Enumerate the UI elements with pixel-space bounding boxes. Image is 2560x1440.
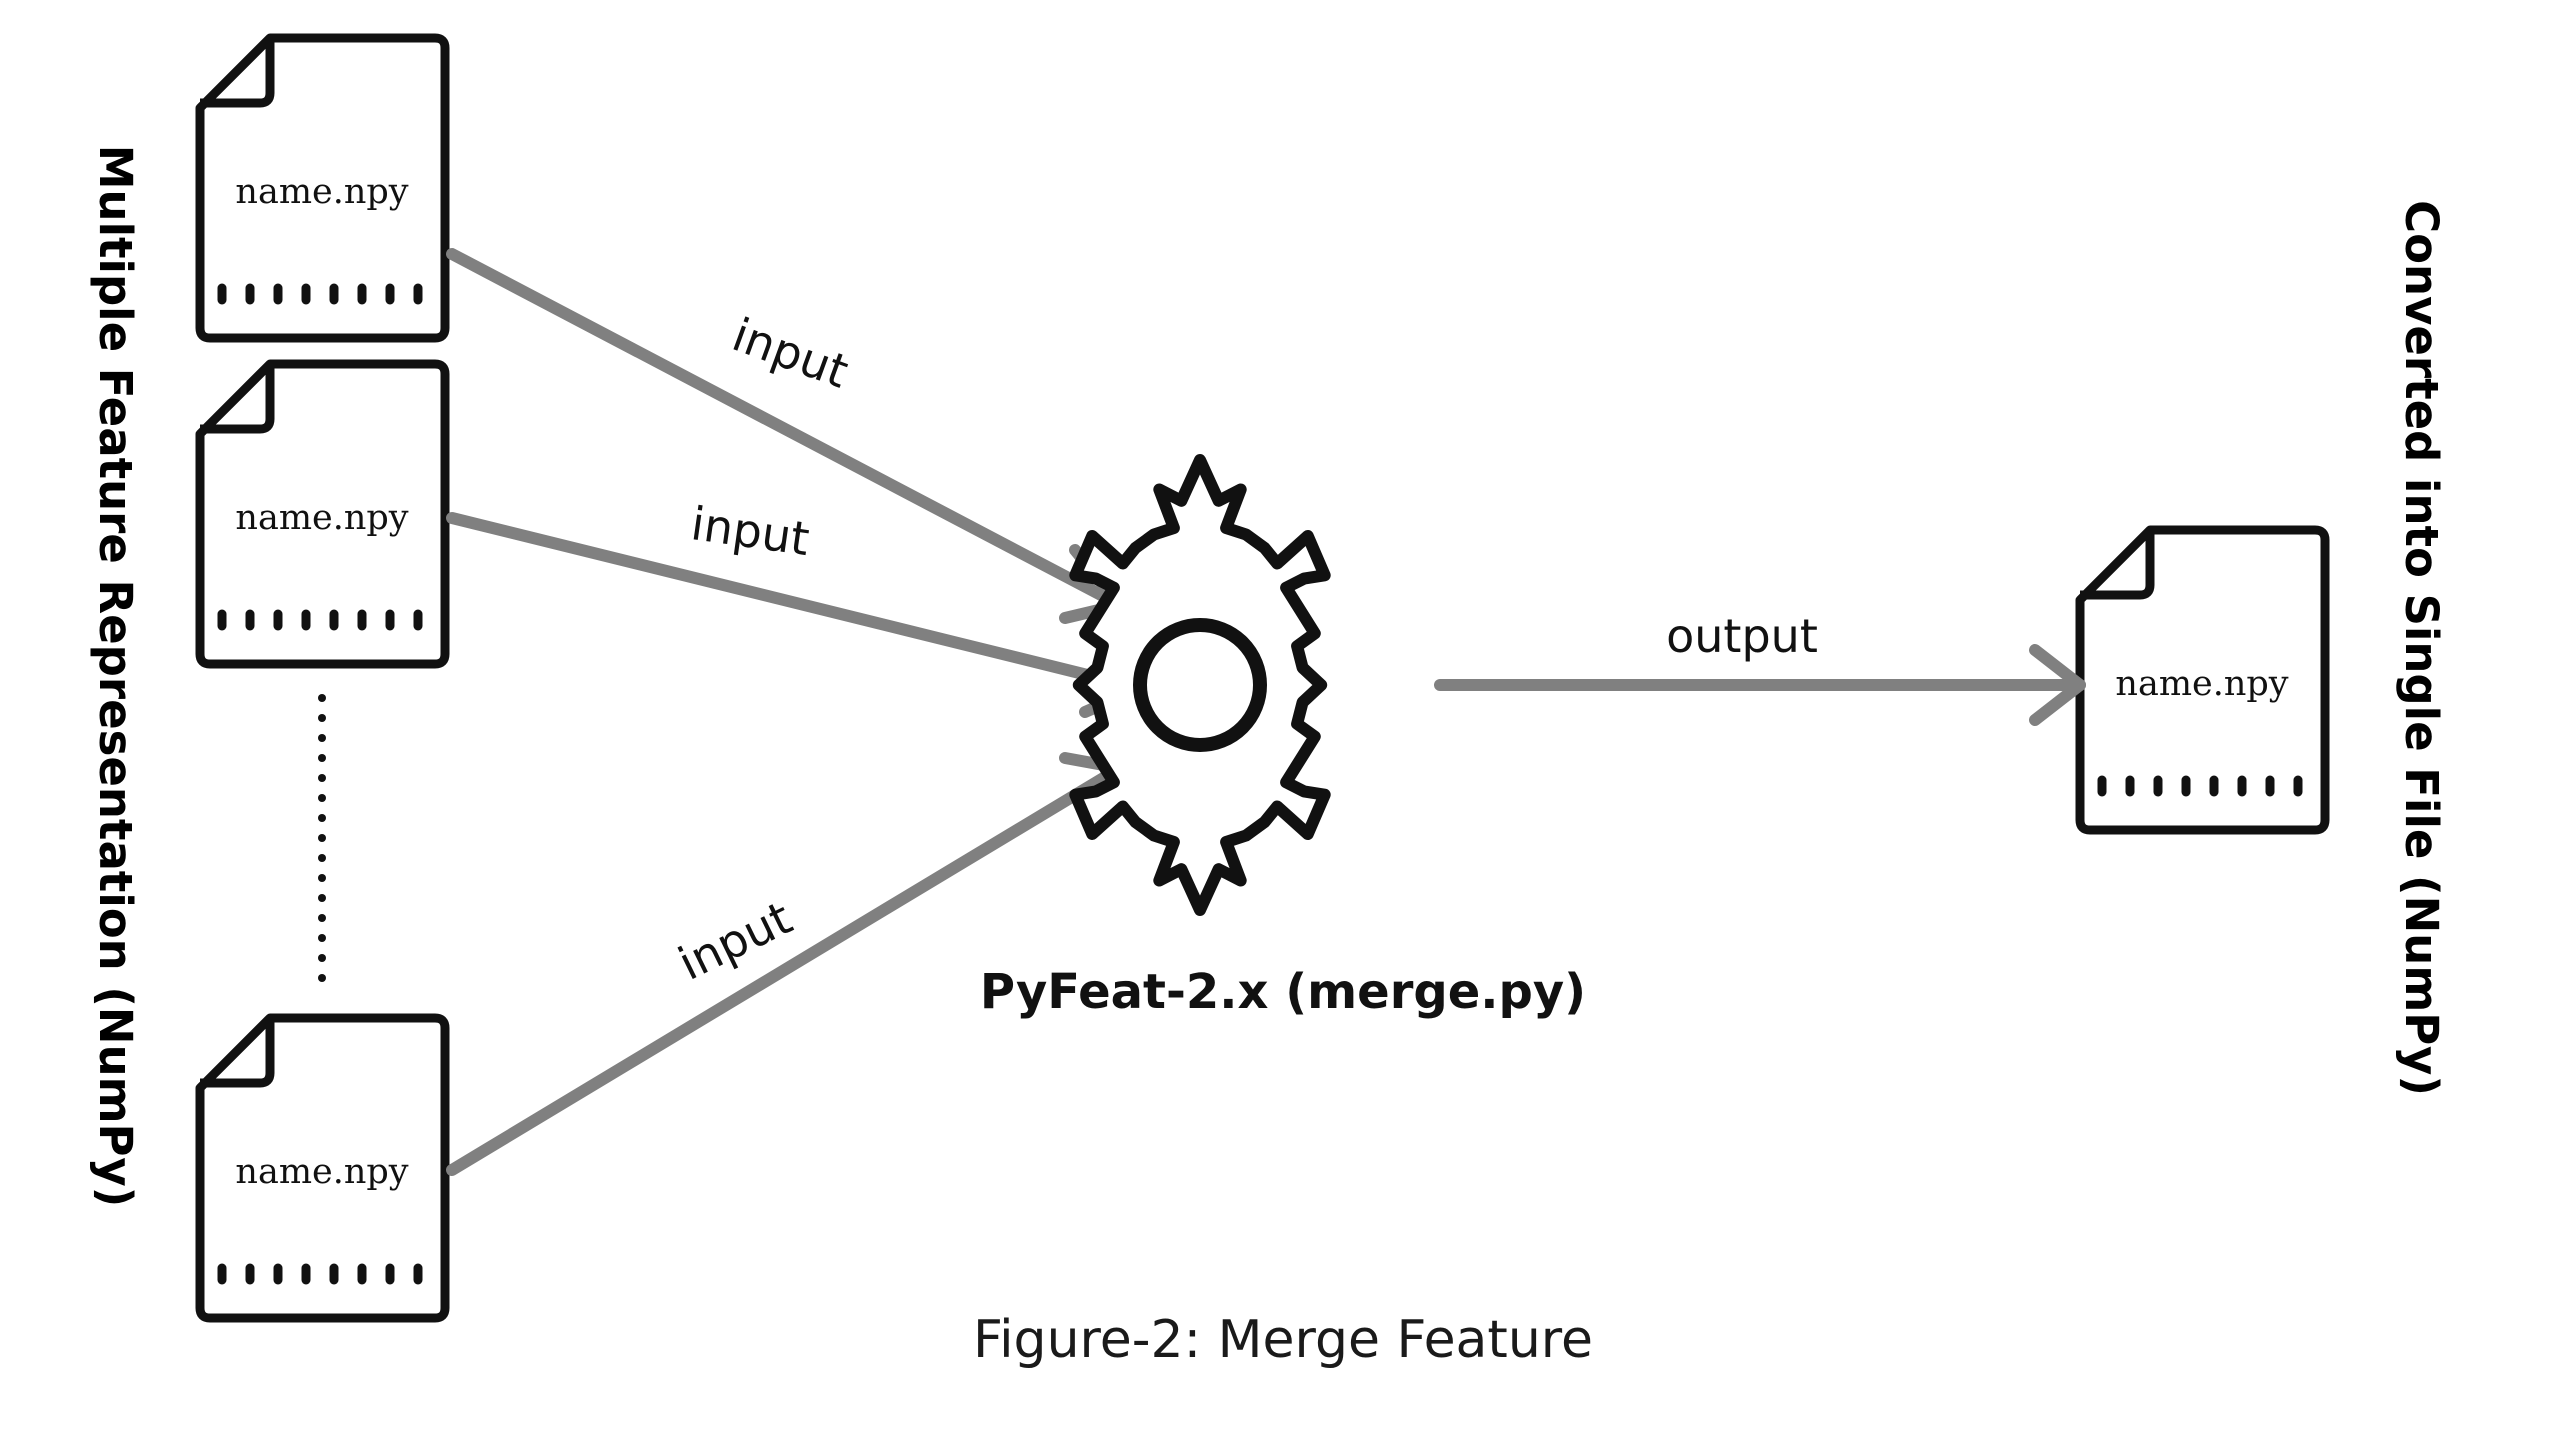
output-file: name.npy [2075, 525, 2330, 835]
input-file-1: name.npy [195, 33, 450, 343]
file-label: name.npy [235, 498, 408, 538]
file-label: name.npy [235, 1152, 408, 1192]
file-label: name.npy [235, 172, 408, 212]
file-icon [195, 359, 450, 669]
file-icon [195, 33, 450, 343]
file-label: name.npy [2115, 664, 2288, 704]
figure-caption: Figure-2: Merge Feature [973, 1310, 1593, 1370]
gear-icon [1069, 454, 1331, 916]
left-title: Multiple Feature Representation (NumPy) [89, 145, 142, 1207]
input-label-1: input [726, 307, 856, 398]
input-file-3: name.npy [195, 1013, 450, 1323]
file-icon [195, 1013, 450, 1323]
output-label: output [1666, 609, 1818, 663]
process-caption: PyFeat-2.x (merge.py) [980, 964, 1586, 1020]
ellipsis-dots [318, 694, 326, 982]
input-label-2: input [688, 496, 813, 566]
input-file-2: name.npy [195, 359, 450, 669]
file-icon [2075, 525, 2330, 835]
right-title: Converted into Single File (NumPy) [2395, 200, 2448, 1096]
output-arrow [1434, 644, 2086, 726]
